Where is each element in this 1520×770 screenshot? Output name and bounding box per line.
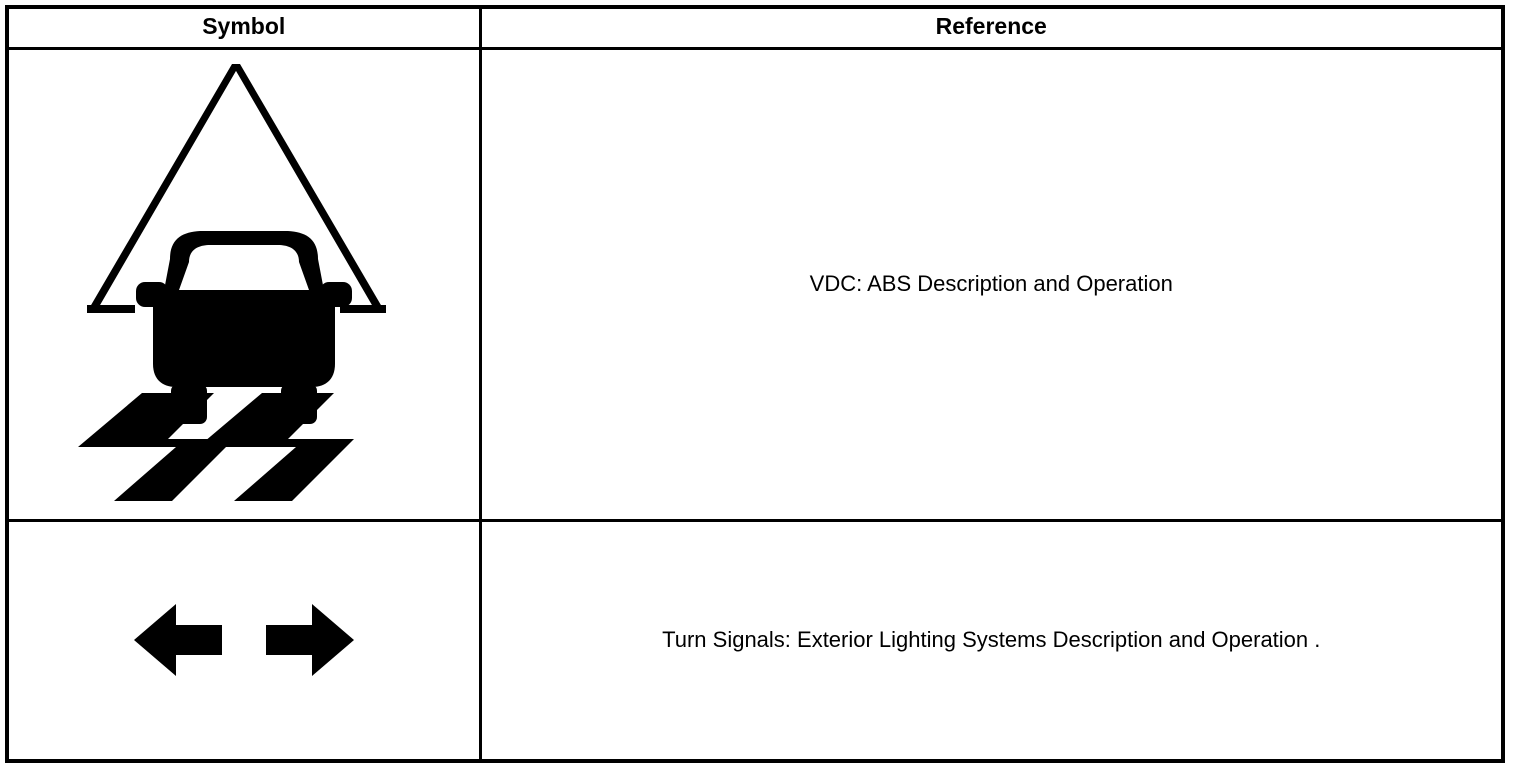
- turn-signal-arrows-icon: [133, 604, 354, 677]
- column-header-symbol-label: Symbol: [202, 13, 286, 39]
- column-header-reference-label: Reference: [935, 13, 1047, 39]
- symbol-cell-vdc: [7, 48, 482, 522]
- table-row: VDC: ABS Description and Operation: [7, 48, 1503, 522]
- column-header-reference: Reference: [480, 7, 1503, 50]
- reference-text: VDC: ABS Description and Operation: [809, 271, 1173, 297]
- symbol-cell-inner: [9, 50, 479, 519]
- arrow-right-icon: [265, 604, 354, 677]
- column-header-symbol: Symbol: [7, 7, 482, 50]
- reference-cell-vdc: VDC: ABS Description and Operation: [480, 48, 1503, 522]
- table-header-row: Symbol Reference: [7, 7, 1503, 50]
- table-row: Turn Signals: Exterior Lighting Systems …: [7, 520, 1503, 761]
- reference-cell-turn: Turn Signals: Exterior Lighting Systems …: [480, 520, 1503, 761]
- car-windshield: [178, 245, 309, 291]
- reference-text: Turn Signals: Exterior Lighting Systems …: [662, 627, 1321, 653]
- warning-triangle-icon: [86, 64, 386, 314]
- table-body: VDC: ABS Description and Operation: [7, 48, 1503, 761]
- skid-marks-icon: [77, 393, 354, 502]
- table-header: Symbol Reference: [7, 7, 1503, 50]
- arrow-left-icon: [133, 604, 222, 677]
- symbol-cell-turn: [7, 520, 482, 761]
- vdc-slip-indicator-icon: [77, 64, 386, 502]
- symbol-cell-inner: [9, 522, 479, 759]
- symbol-reference-table: Symbol Reference: [5, 5, 1505, 763]
